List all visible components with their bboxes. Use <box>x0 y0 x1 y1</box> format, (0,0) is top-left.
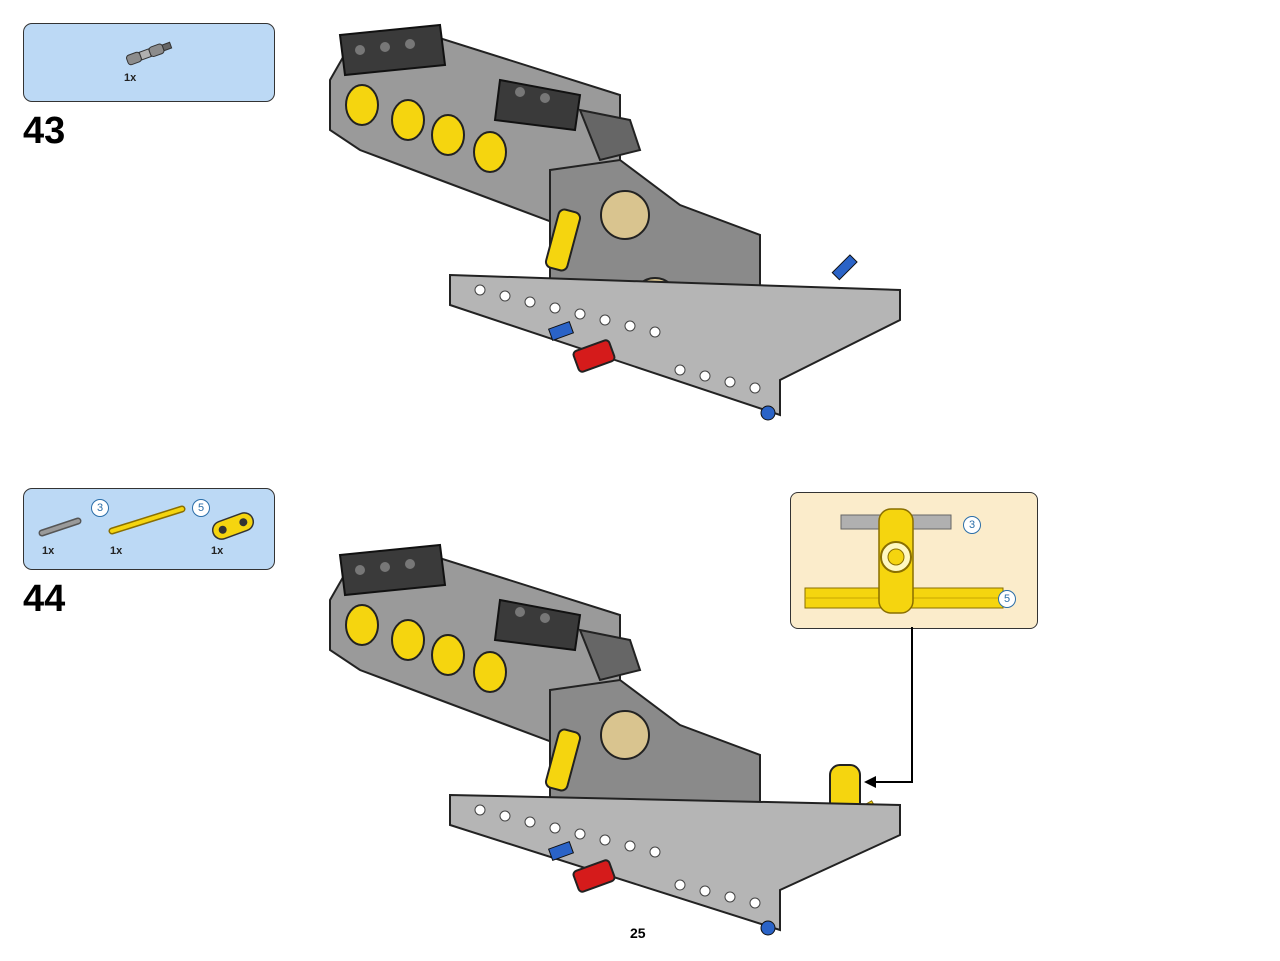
technic-axle-connector-icon <box>211 512 255 540</box>
axle-length-badge: 3 <box>91 499 109 517</box>
callout-sub-assembly: 3 5 <box>790 492 1038 629</box>
parts-list-step-44: 3 1x 5 1x 1x <box>23 488 275 570</box>
part-qty: 1x <box>124 72 137 84</box>
technic-axle-5-icon <box>108 505 186 535</box>
part-qty: 1x <box>42 545 55 557</box>
technic-universal-joint-icon <box>126 41 173 66</box>
callout-arrow <box>864 627 913 788</box>
part-qty: 1x <box>211 545 224 557</box>
step-number-44: 44 <box>23 578 66 620</box>
model-illustration-step-44 <box>329 543 901 936</box>
part-qty: 1x <box>110 545 123 557</box>
model-illustration-step-43 <box>329 23 901 421</box>
page-number: 25 <box>630 925 646 941</box>
technic-axle-3-icon <box>38 517 82 537</box>
callout-axle-length-badge: 3 <box>963 516 981 534</box>
step-number-43: 43 <box>23 110 66 152</box>
parts-list-step-43: 1x <box>23 23 275 102</box>
callout-axle-length-badge: 5 <box>998 590 1016 608</box>
axle-length-badge: 5 <box>192 499 210 517</box>
sub-assembly-illustration <box>804 508 1004 614</box>
